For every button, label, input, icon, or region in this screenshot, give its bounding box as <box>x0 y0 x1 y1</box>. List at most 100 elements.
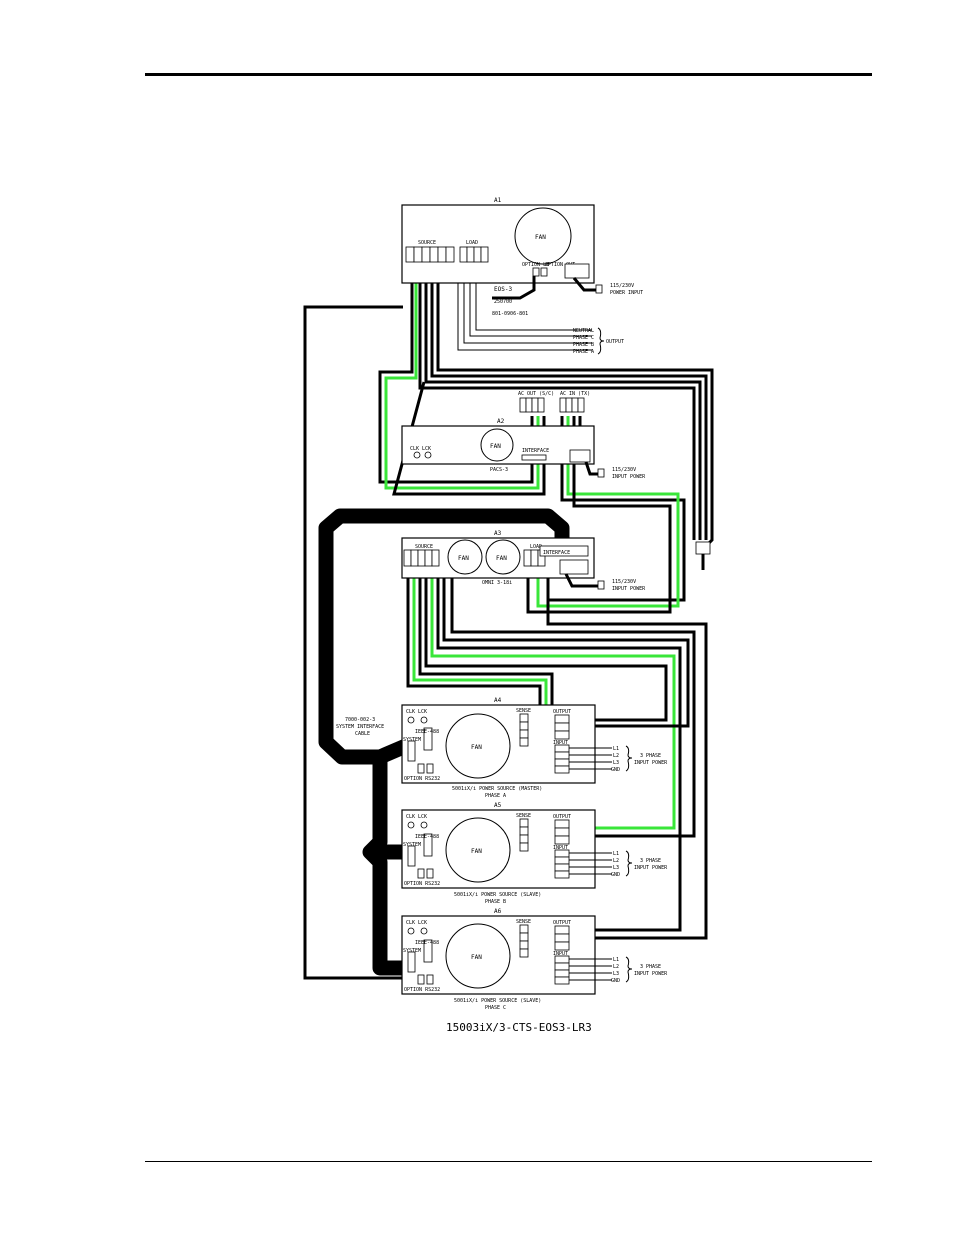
a4-l3: L3 <box>613 760 619 766</box>
wire-a3-n1 <box>436 568 682 932</box>
a6-system: SYSTEM <box>403 948 421 954</box>
a1-cable-1: 250700 <box>494 299 512 305</box>
a5-l2: L2 <box>613 858 619 864</box>
a6-ieee: IEEE-488 <box>415 940 439 946</box>
a5-l3: L3 <box>613 865 619 871</box>
a4-input: INPUT <box>553 740 568 746</box>
a4-ref: A4 <box>494 697 502 704</box>
a1-out-a: PHASE A <box>573 349 594 355</box>
a1-cable-2: 801-0906-801 <box>492 311 528 317</box>
a4-label1: 5001iX/i POWER SOURCE (MASTER) <box>452 786 542 792</box>
a1-model: EOS-3 <box>494 286 512 293</box>
a1-load-label: LOAD <box>466 240 478 246</box>
a5-input: INPUT <box>553 845 568 851</box>
system-interface-cable <box>318 508 570 976</box>
a3-source-label: SOURCE <box>415 544 433 550</box>
a4-fan <box>445 713 511 779</box>
a1-ref: A1 <box>494 197 502 204</box>
cable-note-1: 7000-002-3 <box>345 717 375 723</box>
a4-3phase: 3 PHASE <box>640 753 661 759</box>
a1-fan-label: FAN <box>535 234 546 241</box>
a4-system: SYSTEM <box>403 737 421 743</box>
wire-a2-in-green <box>536 416 680 608</box>
a3-load-label: LOAD <box>530 544 542 550</box>
wire-a3-c <box>424 568 668 722</box>
a5-ref: A5 <box>494 802 502 809</box>
a3-interface: INTERFACE <box>543 550 570 556</box>
a6-fan-label: FAN <box>471 954 482 961</box>
a4-gnd: GND <box>611 767 620 773</box>
a5-ieee: IEEE-488 <box>415 834 439 840</box>
a2-model: PACS-3 <box>490 467 508 473</box>
a5-l1: L1 <box>613 851 619 857</box>
a1-out-neutral: NEUTRAL <box>573 328 594 334</box>
a3-fan-1 <box>447 539 483 575</box>
a5-system: SYSTEM <box>403 842 421 848</box>
a1-source-label: SOURCE <box>418 240 436 246</box>
a3-power-1: 115/230V <box>612 579 636 585</box>
wire-a1-src-2 <box>430 262 708 540</box>
a6-l3: L3 <box>613 971 619 977</box>
a2-interface: INTERFACE <box>522 448 549 454</box>
a6-sense: SENSE <box>516 919 531 925</box>
a2-clk-lck: CLK LCK <box>410 446 431 452</box>
a1-power-inlet <box>564 263 590 279</box>
a6-clk-lck: CLK LCK <box>406 920 427 926</box>
wire-output-c <box>469 262 592 337</box>
a1-option-lo: OPTION LO <box>522 262 549 268</box>
a1-option-ovt: OPTION OVT <box>545 262 575 268</box>
a4-fan-label: FAN <box>471 744 482 751</box>
a6-input: INPUT <box>553 951 568 957</box>
wire-output-neutral <box>475 262 592 331</box>
a1-power-2: POWER INPUT <box>610 290 643 296</box>
a4-clk-lck: CLK LCK <box>406 709 427 715</box>
wire-a1-green-left <box>384 262 540 490</box>
a4-sense: SENSE <box>516 708 531 714</box>
a4-input-power: INPUT POWER <box>634 760 668 766</box>
a6-fan <box>445 923 511 989</box>
a2-ac-out: AC OUT (S/C) <box>518 391 554 397</box>
a6-l1: L1 <box>613 957 619 963</box>
a6-input-power: INPUT POWER <box>634 971 668 977</box>
wire-a1-black-left <box>378 262 534 484</box>
a5-label2: PHASE B <box>485 899 506 905</box>
cable-note-3: CABLE <box>355 731 370 737</box>
a1-source-terminals <box>405 246 489 263</box>
a4-ieee: IEEE-488 <box>415 729 439 735</box>
a2-power-2: INPUT POWER <box>612 474 646 480</box>
a6-l2: L2 <box>613 964 619 970</box>
a5-output: OUTPUT <box>553 814 571 820</box>
wire-output-a <box>457 262 592 351</box>
a6-output: OUTPUT <box>553 920 571 926</box>
a3-fan-2 <box>485 539 521 575</box>
a5-sense: SENSE <box>516 813 531 819</box>
a5-input-power: INPUT POWER <box>634 865 668 871</box>
wire-a2-in-3 <box>526 416 672 614</box>
unit-a2: AC OUT (S/C) AC IN (TX) A2 FAN CLK LCK I… <box>401 391 646 480</box>
a3-src-terminals <box>403 549 546 567</box>
a5-label1: 5001iX/i POWER SOURCE (SLAVE) <box>454 892 541 898</box>
wire-a3-green-long <box>430 568 676 830</box>
a5-clk-lck: CLK LCK <box>406 814 427 820</box>
unit-a5: A5 CLK LCK IEEE-488 SYSTEM OPTION RS232 … <box>401 802 668 905</box>
a5-fan <box>445 817 511 883</box>
unit-a3: A3 SOURCE LOAD FAN FAN INTERFACE OMNI 3-… <box>401 530 646 592</box>
a5-option: OPTION RS232 <box>404 881 440 887</box>
a5-fan-label: FAN <box>471 848 482 855</box>
a1-output-label: OUTPUT <box>606 339 624 345</box>
a6-ref: A6 <box>494 908 502 915</box>
a3-ref: A3 <box>494 530 502 537</box>
wire-a3-b <box>418 568 554 726</box>
wire-a1-src-3 <box>424 262 702 540</box>
a3-power-2: INPUT POWER <box>612 586 646 592</box>
a5-gnd: GND <box>611 872 620 878</box>
wire-a3-right <box>450 568 696 838</box>
a2-terminals <box>519 397 585 413</box>
a6-label2: PHASE C <box>485 1005 506 1011</box>
a4-label2: PHASE A <box>485 793 506 799</box>
wire-a2-in-1 <box>546 416 686 602</box>
a1-fan <box>514 207 572 265</box>
diagram-caption: 15003iX/3-CTS-EOS3-LR3 <box>446 1021 592 1034</box>
wire-a1-a6-loop <box>303 305 403 980</box>
a6-3phase: 3 PHASE <box>640 964 661 970</box>
